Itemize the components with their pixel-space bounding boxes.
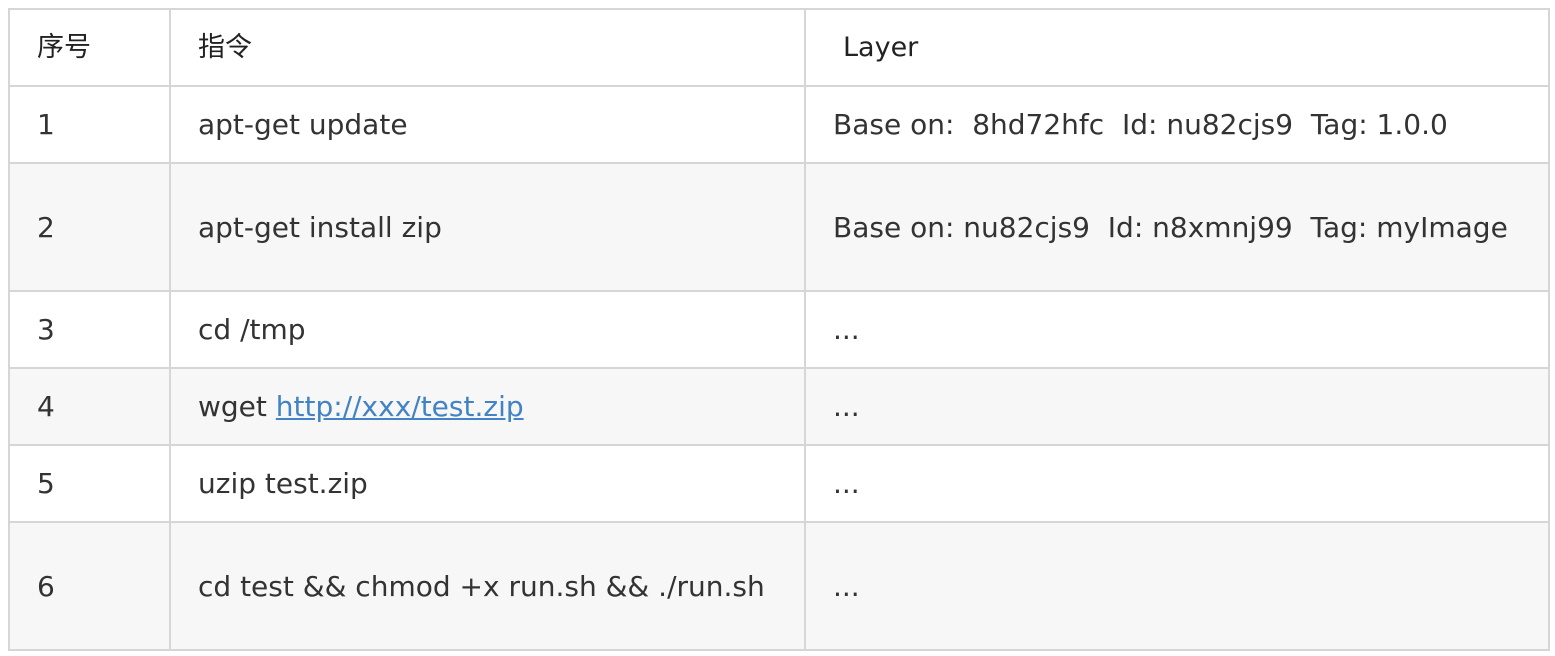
table-row: 5 uzip test.zip ...	[8, 444, 1550, 523]
row-command: apt-get install zip	[169, 162, 806, 292]
download-link[interactable]: http://xxx/test.zip	[275, 390, 524, 423]
header-number: 序号	[8, 8, 171, 87]
row-layer: Base on: nu82cjs9 Id: n8xmnj99 Tag: myIm…	[804, 162, 1550, 292]
command-layer-table: 序号 指令 Layer 1 apt-get update Base on: 8h…	[8, 8, 1550, 651]
row-command: wget http://xxx/test.zip	[169, 367, 806, 446]
table-row: 1 apt-get update Base on: 8hd72hfc Id: n…	[8, 85, 1550, 164]
header-row: 序号 指令 Layer	[8, 8, 1550, 87]
row-number: 2	[8, 162, 171, 292]
row-command: uzip test.zip	[169, 444, 806, 523]
row-number: 4	[8, 367, 171, 446]
row-number: 5	[8, 444, 171, 523]
row-number: 3	[8, 290, 171, 369]
row-number: 6	[8, 521, 171, 651]
table-body: 1 apt-get update Base on: 8hd72hfc Id: n…	[8, 85, 1550, 651]
row-layer: ...	[804, 444, 1550, 523]
command-prefix: wget	[198, 390, 276, 423]
header-layer: Layer	[804, 8, 1550, 87]
row-number: 1	[8, 85, 171, 164]
table-row: 6 cd test && chmod +x run.sh && ./run.sh…	[8, 521, 1550, 651]
row-layer: ...	[804, 290, 1550, 369]
table-row: 3 cd /tmp ...	[8, 290, 1550, 369]
row-layer: ...	[804, 367, 1550, 446]
row-command: cd /tmp	[169, 290, 806, 369]
row-layer: ...	[804, 521, 1550, 651]
row-layer: Base on: 8hd72hfc Id: nu82cjs9 Tag: 1.0.…	[804, 85, 1550, 164]
row-command: apt-get update	[169, 85, 806, 164]
table-row: 4 wget http://xxx/test.zip ...	[8, 367, 1550, 446]
table-header: 序号 指令 Layer	[8, 8, 1550, 87]
row-command: cd test && chmod +x run.sh && ./run.sh	[169, 521, 806, 651]
header-command: 指令	[169, 8, 806, 87]
table-row: 2 apt-get install zip Base on: nu82cjs9 …	[8, 162, 1550, 292]
